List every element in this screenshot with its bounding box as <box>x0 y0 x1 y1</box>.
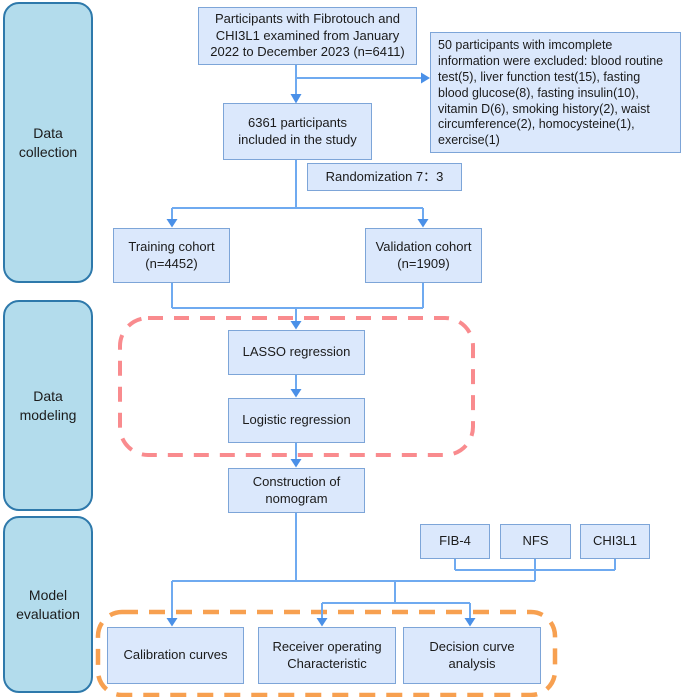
node-decision-curve-analysis: Decision curve analysis <box>403 627 541 684</box>
arrowhead-down-training <box>166 219 178 228</box>
node-calibration-curves: Calibration curves <box>107 627 244 684</box>
node-randomization: Randomization 7：3 <box>307 163 462 191</box>
arrowheads <box>166 72 476 627</box>
node-label: Calibration curves <box>123 647 228 663</box>
node-lasso-regression: LASSO regression <box>228 330 365 375</box>
phase-label: Model evaluation <box>16 587 80 622</box>
phase-data-modeling: Data modeling <box>3 300 93 511</box>
phase-data-collection: Data collection <box>3 2 93 283</box>
node-label: Participants with Fibrotouch and CHI3L1 … <box>210 10 405 60</box>
node-label: Training cohort (n=4452) <box>128 238 215 271</box>
node-fib4: FIB-4 <box>420 524 490 559</box>
arrowhead-down-included <box>290 94 302 104</box>
arrowhead-down-calibration <box>166 618 178 627</box>
node-label: Randomization 7：3 <box>325 168 444 184</box>
node-label: Receiver operating Characteristic <box>272 638 382 671</box>
node-label: 6361 participants included in the study <box>238 114 357 147</box>
node-label: FIB-4 <box>439 533 471 549</box>
node-validation-cohort: Validation cohort (n=1909) <box>365 228 482 283</box>
node-participants: Participants with Fibrotouch and CHI3L1 … <box>198 7 417 65</box>
node-label: NFS <box>522 533 549 549</box>
node-logistic-regression: Logistic regression <box>228 398 365 443</box>
node-receiver-operating-characteristic: Receiver operating Characteristic <box>258 627 396 684</box>
arrowhead-down-dca <box>464 618 476 627</box>
node-label: Decision curve analysis <box>429 638 515 671</box>
arrowhead-down-validation <box>417 219 429 228</box>
node-nomogram: Construction of nomogram <box>228 468 365 513</box>
node-nfs: NFS <box>500 524 571 559</box>
phase-model-evaluation: Model evaluation <box>3 516 93 693</box>
node-label: Validation cohort (n=1909) <box>375 238 472 271</box>
node-label: CHI3L1 <box>592 533 638 549</box>
flow-lines <box>171 65 616 619</box>
arrowhead-down-roc <box>316 618 328 627</box>
node-label: Logistic regression <box>242 412 351 428</box>
node-excluded: 50 participants with imcomplete informat… <box>430 32 681 153</box>
node-label: LASSO regression <box>242 344 351 360</box>
phase-label: Data modeling <box>19 388 77 423</box>
phase-label: Data collection <box>18 125 78 160</box>
node-label: 50 participants with imcomplete informat… <box>438 38 664 148</box>
node-included: 6361 participants included in the study <box>223 103 372 160</box>
node-label: Construction of nomogram <box>252 473 341 506</box>
arrowhead-down-lasso <box>290 321 302 330</box>
arrowhead-right-excluded <box>421 72 430 84</box>
node-training-cohort: Training cohort (n=4452) <box>113 228 230 283</box>
model-evaluation-dashed-outline <box>95 609 558 697</box>
arrowhead-down-logistic <box>290 389 302 398</box>
arrowhead-down-nomogram <box>290 459 302 468</box>
node-chi3l1: CHI3L1 <box>580 524 650 559</box>
